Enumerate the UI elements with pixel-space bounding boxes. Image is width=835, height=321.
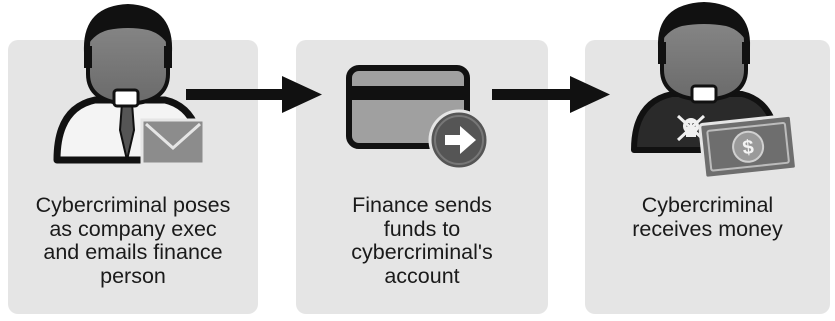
step-3-caption: Cybercriminal receives money [632, 193, 783, 241]
step-2-panel: Finance sends funds to cybercriminal's a… [296, 40, 548, 314]
step-1-caption: Cybercriminal poses as company exec and … [35, 193, 231, 288]
cybercriminal-with-money-icon: $ [631, 2, 798, 180]
svg-text:$: $ [742, 136, 755, 159]
arrow-2-icon [492, 76, 610, 113]
executive-with-email-icon [53, 4, 206, 166]
step-2-caption: Finance sends funds to cybercriminal's a… [351, 193, 493, 288]
credit-card-transfer-icon [346, 65, 490, 171]
arrow-1-icon [186, 76, 322, 113]
